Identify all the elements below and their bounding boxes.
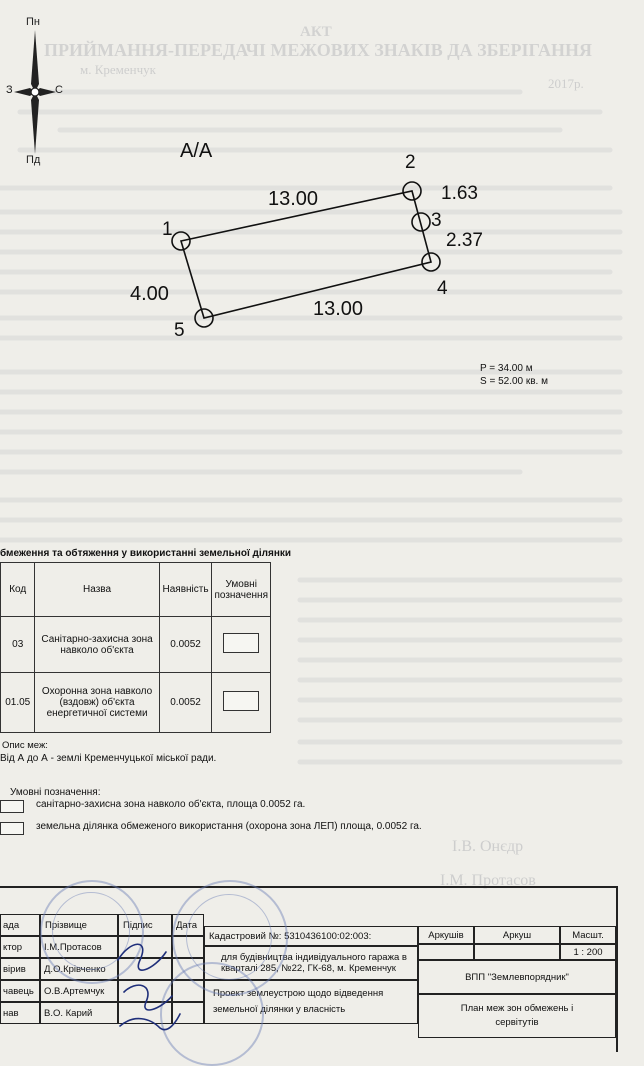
point-4-marker [421,252,441,272]
ghost-lines [0,89,623,765]
legend-title: Умовні позначення: [10,787,101,798]
scale-value: 1 : 200 [560,944,616,960]
person-name: О.В.Артемчук [40,980,118,1002]
boundaries-title: Опис меж: [2,740,48,751]
table-row: 03 Санітарно-захисна зона навколо об'єкт… [0,616,271,673]
header-code: Код [0,562,36,617]
ghost-sig-a: І.В. Онєдр [452,838,524,855]
length-2-3: 1.63 [441,183,478,204]
table-row: 01.05 Охоронна зона навколо (вздовж) об'… [0,672,271,733]
plot-boundary [179,190,432,319]
plot-stats: P = 34.00 м S = 52.00 кв. м [480,362,548,388]
perimeter-value: P = 34.00 м [480,363,533,374]
person-name: В.О. Карий [40,1002,118,1024]
stamp-seal-icon [40,880,144,984]
company-name: ВПП "Землевпорядник" [418,960,616,994]
restrictions-table: Код Назва Наявність Умовні позначення 03… [0,562,271,733]
row-symbol [211,616,271,673]
point-5-label: 5 [174,320,185,341]
length-5-1: 4.00 [130,283,169,305]
ghost-heading: ПРИЙМАННЯ-ПЕРЕДАЧІ МЕЖОВИХ ЗНАКІВ ДА ЗБЕ… [44,40,593,60]
row-name: Санітарно-захисна зона навколо об'єкта [34,616,160,673]
ghost-year: 2017р. [548,76,584,91]
header-name: Назва [34,562,160,617]
point-3-marker [411,212,431,232]
length-3-4: 2.37 [446,230,483,251]
legend-item-sanitary: санітарно-захисна зона навколо об'єкта, … [36,799,306,810]
point-3-label: 3 [431,210,442,231]
ghost-sig-b: І.М. Протасов [440,872,536,889]
restrictions-header-row: Код Назва Наявність Умовні позначення [0,562,271,617]
header-symbol: Умовні позначення [211,562,271,617]
role-cell: вірив [0,958,40,980]
boundaries-text: Від А до А - землі Кременчуцької міської… [0,753,217,764]
length-1-2: 13.00 [268,188,318,210]
sheet-value [474,944,560,960]
handwritten-signature-icon [117,943,181,1031]
point-1-label: 1 [162,219,173,240]
sheets-count-value [418,944,474,960]
row-code: 01.05 [0,672,36,733]
compass-rose-icon [14,30,56,154]
row-code: 03 [0,616,36,673]
row-symbol [211,672,271,733]
header-presence: Наявність [158,562,213,617]
plot-plan: А/А 1 2 3 4 5 13.00 1.63 2.37 13.00 4.00 [130,140,483,341]
legend-item-power-line: земельна ділянка обмеженого використання… [36,821,422,832]
role-header: ада [0,914,40,936]
sheets-count-header: Аркушів [418,926,474,944]
role-cell: чавець [0,980,40,1002]
legend-sanitary-zone-icon [0,800,24,813]
compass-north-label: Пн [26,16,40,28]
plan-title: План меж зон обмежень і сервітутів [418,994,616,1038]
row-value: 0.0052 [158,672,213,733]
ghost-act: АКТ [300,24,332,40]
scale-header: Масшт. [560,926,616,944]
point-5-marker [194,308,214,328]
plot-start-label: А/А [180,140,213,162]
point-1-marker [171,231,191,251]
sanitary-zone-symbol [223,633,260,653]
stamp-seal-inner-icon [52,892,130,970]
point-4-label: 4 [437,278,448,299]
row-value: 0.0052 [158,616,213,673]
sheet-header: Аркуш [474,926,560,944]
area-value: S = 52.00 кв. м [480,376,548,387]
row-name: Охоронна зона навколо (вздовж) об'єкта е… [34,672,160,733]
point-2-marker [402,181,422,201]
compass-west-label: З [6,84,13,96]
compass-east-label: С [55,84,63,96]
role-cell: нав [0,1002,40,1024]
length-4-5: 13.00 [313,298,363,320]
power-line-zone-symbol [223,691,260,711]
restrictions-title: бмеження та обтяження у використанні зем… [0,548,292,559]
compass-south-label: Пд [26,154,41,166]
point-2-label: 2 [405,152,416,173]
legend-power-line-zone-icon [0,822,24,835]
ghost-city: м. Кременчук [80,62,156,77]
role-cell: ктор [0,936,40,958]
